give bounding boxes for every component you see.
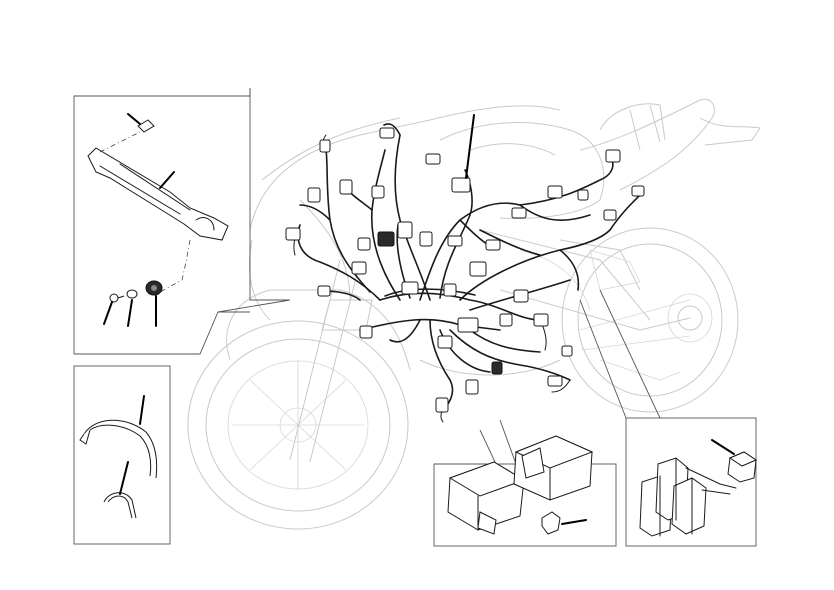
inset-bracket-detail <box>73 88 291 355</box>
inset-relays <box>579 289 758 547</box>
inset-control-units <box>433 419 617 547</box>
main-wiring-harness <box>285 123 645 423</box>
motorcycle-outline <box>187 98 761 530</box>
leader-main-harness <box>465 114 475 179</box>
inset-cable-ties <box>73 365 171 545</box>
